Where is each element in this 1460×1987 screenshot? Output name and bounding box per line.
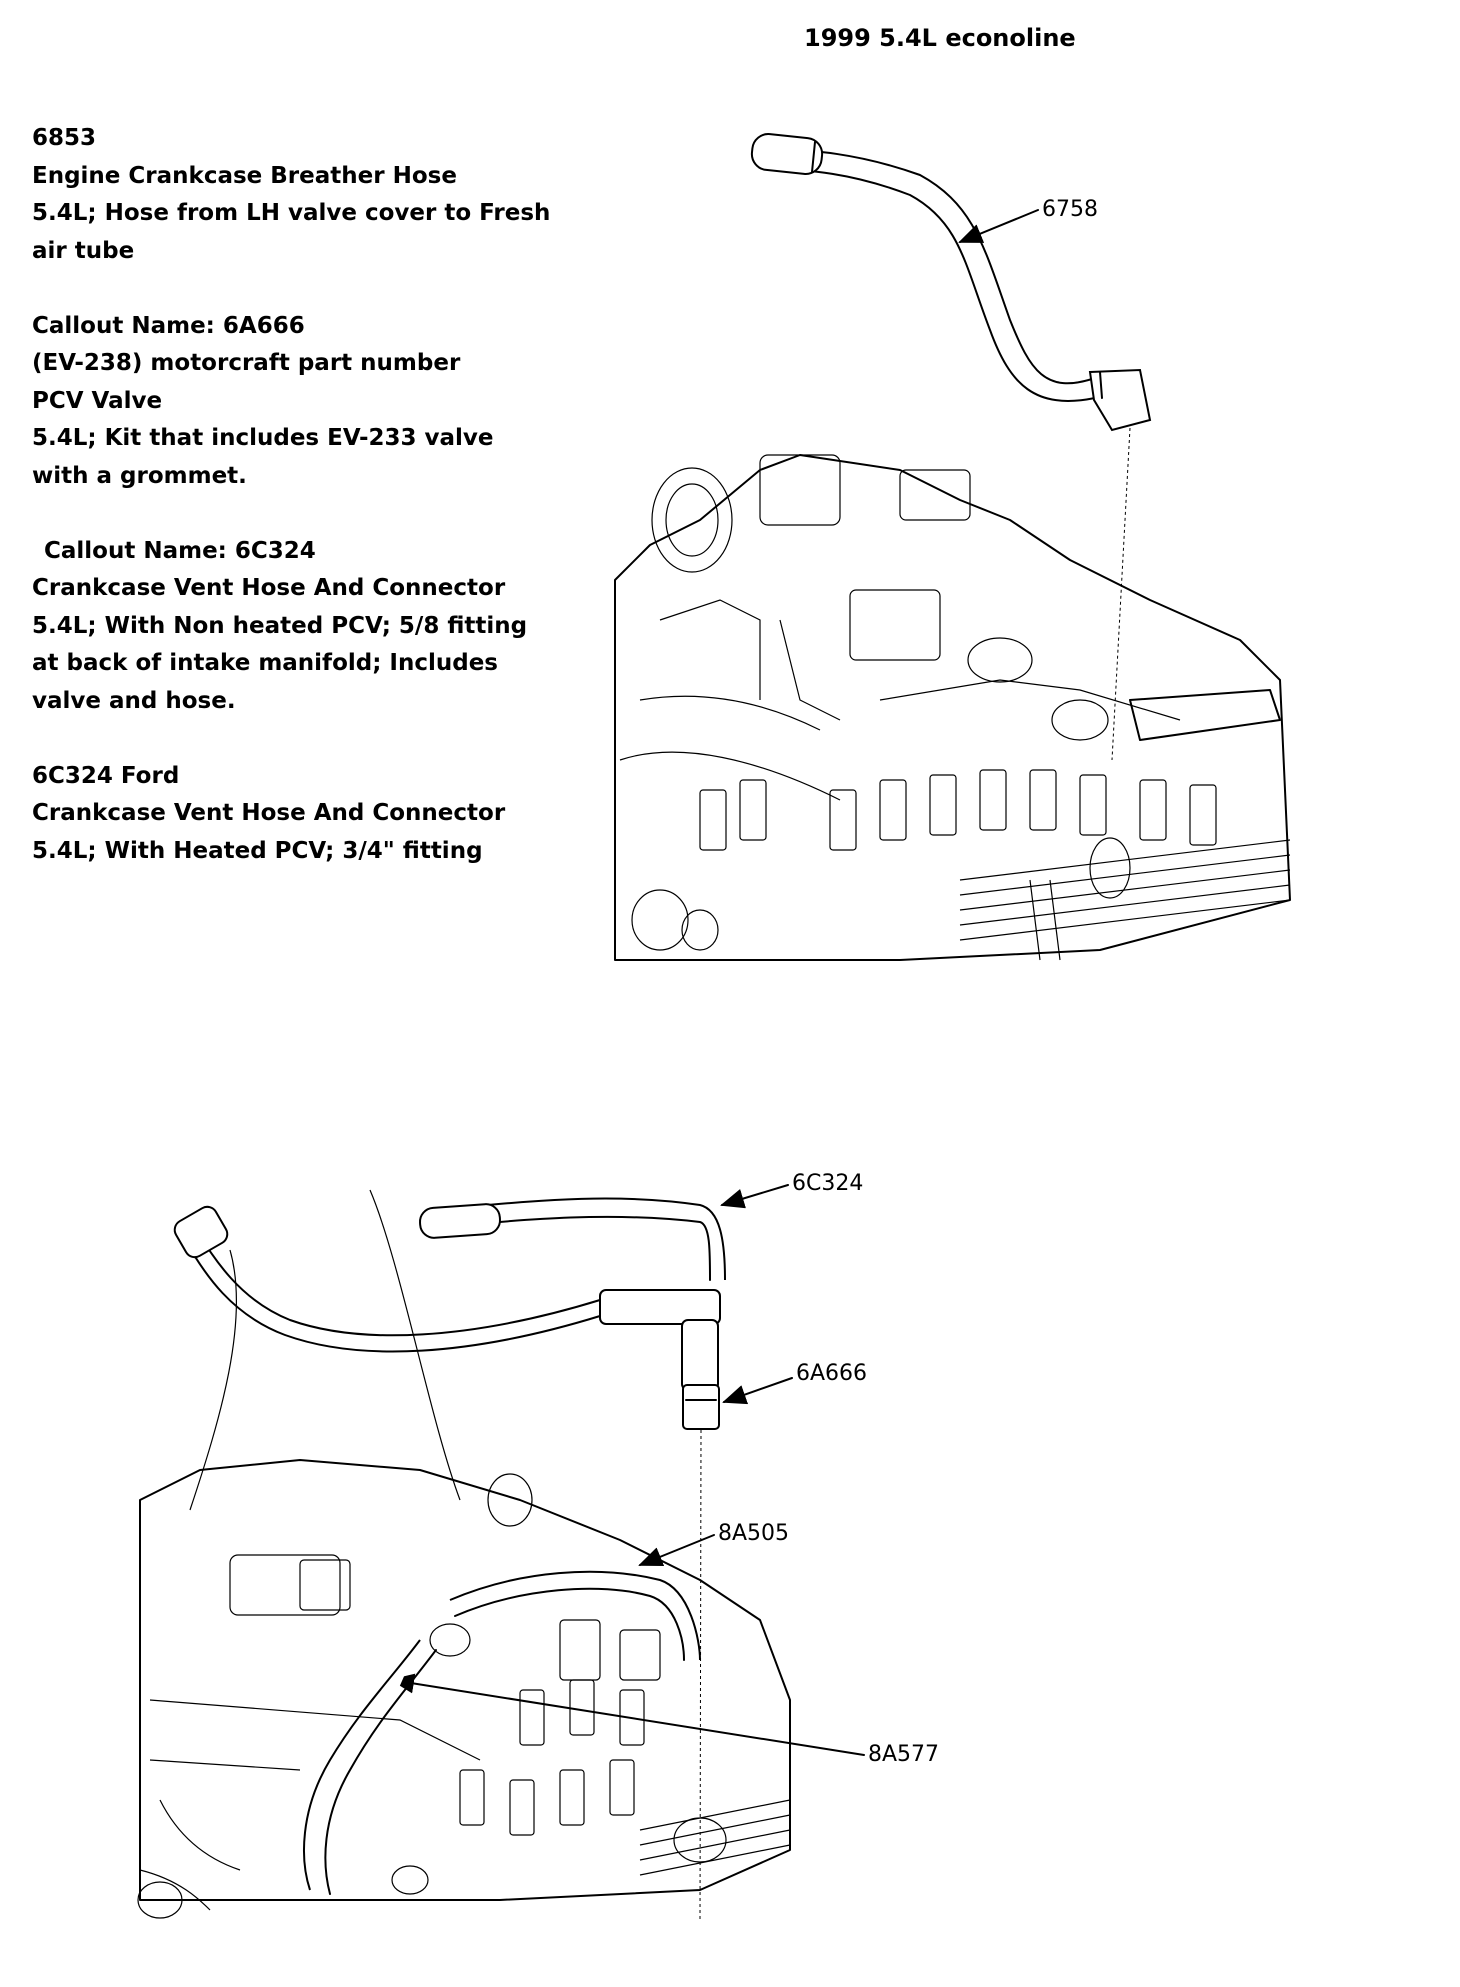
callout-label: 8A505 [718, 1521, 789, 1546]
breather-hose-6758 [750, 133, 1152, 761]
top-engine-block [614, 454, 1291, 961]
note-line: 6853 [32, 125, 97, 151]
note-line: Callout Name: 6C324 [44, 537, 316, 564]
callout-label: 6A666 [796, 1361, 867, 1386]
note-line: 5.4L; With Non heated PCV; 5/8 fitting [32, 612, 528, 639]
bottom-engine-block [137, 1459, 791, 1919]
pcv-valve-6a666 [682, 1384, 720, 1430]
note-line: Crankcase Vent Hose And Connector [32, 575, 506, 601]
note-line: valve and hose. [32, 687, 236, 714]
vent-hose-6c324 [173, 1189, 726, 1921]
note-line: 5.4L; With Heated PCV; 3/4" fitting [32, 837, 483, 864]
leader-arrow [722, 1377, 793, 1405]
note-line: Engine Crankcase Breather Hose [32, 162, 457, 189]
note-block-vent-hose-non-heated: Callout Name: 6C324 Crankcase Vent Hose … [32, 533, 592, 721]
note-line: Crankcase Vent Hose And Connector [32, 800, 506, 826]
callout-label: 6758 [1042, 197, 1098, 222]
note-line: (EV-238) motorcraft part number [32, 350, 461, 376]
note-line: air tube [32, 237, 135, 264]
top-engine-diagram: 6758 [614, 133, 1291, 961]
parts-notes: 6853 Engine Crankcase Breather Hose 5.4L… [32, 120, 592, 908]
leader-arrow [720, 1184, 789, 1209]
note-line: PCV Valve [32, 387, 163, 414]
note-line: at back of intake manifold; Includes [32, 650, 498, 676]
note-line: 6C324 Ford [32, 762, 180, 789]
note-block-pcv-valve: Callout Name: 6A666 (EV-238) motorcraft … [32, 308, 592, 496]
bottom-engine-diagram: 6C324 6A666 8A505 8A577 [137, 1171, 939, 1921]
page-title: 1999 5.4L econoline [804, 24, 1076, 52]
note-block-vent-hose-heated: 6C324 Ford Crankcase Vent Hose And Conne… [32, 758, 592, 871]
leader-arrow [958, 209, 1039, 243]
note-block-breather-hose: 6853 Engine Crankcase Breather Hose 5.4L… [32, 120, 592, 270]
callout-label: 8A577 [868, 1742, 939, 1767]
callout-label: 6C324 [792, 1171, 863, 1196]
note-line: Callout Name: 6A666 [32, 312, 305, 339]
note-line: 5.4L; Hose from LH valve cover to Fresh [32, 200, 551, 226]
leader-arrow [638, 1534, 715, 1567]
leader-arrow [390, 1673, 865, 1756]
note-line: 5.4L; Kit that includes EV-233 valve [32, 425, 494, 451]
note-line: with a grommet. [32, 462, 247, 489]
